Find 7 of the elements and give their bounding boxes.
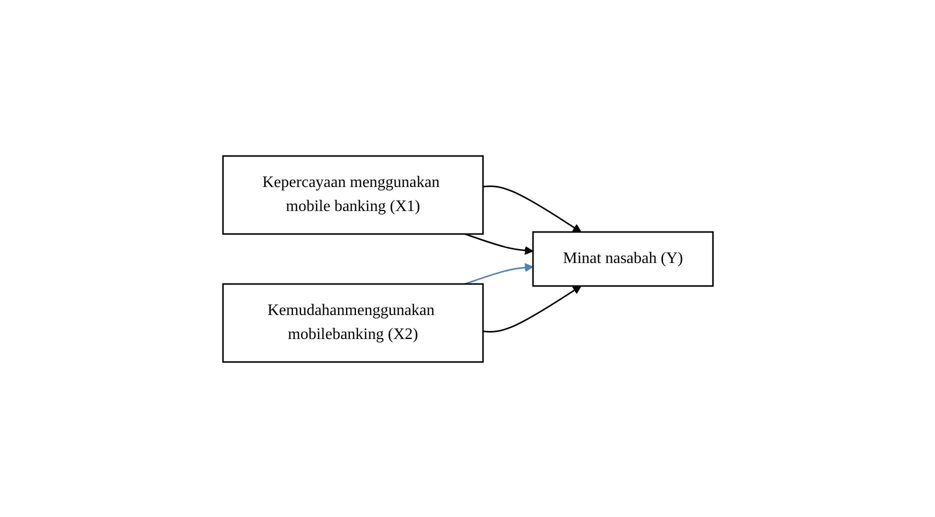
node-box: Kepercayaan menggunakan mobile banking (X1) <box>222 154 484 234</box>
arrow <box>464 262 533 284</box>
node-box: Minat nasabah (Y) <box>532 230 714 286</box>
arrow <box>464 232 533 254</box>
arrow <box>482 285 581 332</box>
arrow <box>482 184 581 232</box>
node-box: Kemudahanmenggunakan mobilebanking (X2) <box>222 282 484 362</box>
